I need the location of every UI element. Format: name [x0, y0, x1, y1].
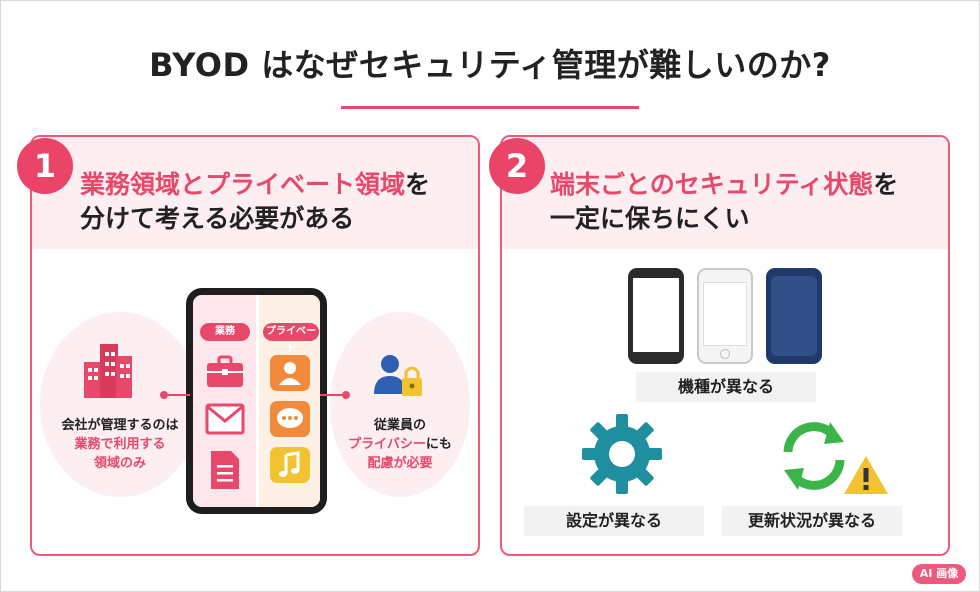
- company-managed-blob: [40, 312, 200, 497]
- panel2-heading-highlight: 端末ごとのセキュリティ状態: [550, 170, 874, 199]
- step-number-badge: 2: [489, 138, 545, 194]
- panel1-heading-particle: を: [405, 170, 431, 199]
- right-connector-line: [320, 394, 346, 396]
- right-blob-line2-highlight: プライバシー: [348, 437, 426, 452]
- panel2-heading-line2: 一定に保ちにくい: [550, 204, 750, 233]
- android-phone-icon: [628, 268, 684, 364]
- work-tag: 業務: [200, 323, 250, 341]
- employee-privacy-blob: [330, 312, 470, 497]
- refresh-icon: [783, 422, 845, 490]
- right-connector-dot: [342, 391, 350, 399]
- iphone-white-icon: [697, 268, 753, 364]
- different-settings-label: 設定が異なる: [524, 506, 704, 536]
- panel-header-bg: [502, 137, 948, 249]
- panel-header-bg: [32, 137, 478, 249]
- title-underline: [341, 106, 639, 109]
- mail-icon: [205, 403, 245, 435]
- building-icon: [84, 344, 132, 398]
- different-update-status-label: 更新状況が異なる: [722, 506, 902, 536]
- company-managed-text: 会社が管理するのは 業務で利用する 領域のみ: [44, 416, 196, 473]
- right-blob-line3: 配慮が必要: [367, 456, 433, 471]
- private-tag: プライベート: [263, 323, 319, 355]
- smartphone-illustration: 業務 プライベート: [186, 288, 327, 514]
- panel2-heading-particle: を: [873, 170, 899, 199]
- briefcase-icon: [207, 355, 243, 387]
- right-blob-line2-particle: にも: [425, 437, 452, 452]
- panel2-heading: 端末ごとのセキュリティ状態を 一定に保ちにくい: [550, 168, 898, 236]
- right-blob-line1: 従業員の: [373, 418, 426, 433]
- gear-icon: [582, 414, 662, 494]
- user-lock-icon: [374, 355, 422, 396]
- left-blob-line3: 領域のみ: [93, 456, 146, 471]
- panel1-heading-line2: 分けて考える必要がある: [80, 204, 355, 233]
- document-icon: [211, 451, 239, 489]
- music-app-icon: [270, 447, 310, 483]
- warning-icon: [844, 456, 888, 494]
- different-models-label: 機種が異なる: [636, 372, 816, 402]
- navy-phone-icon: [766, 268, 822, 364]
- left-blob-line1: 会社が管理するのは: [61, 418, 179, 433]
- step-number-badge: 1: [17, 138, 73, 194]
- panel1-heading-highlight: 業務領域とプライベート領域: [80, 170, 406, 199]
- panel1-heading: 業務領域とプライベート領域を 分けて考える必要がある: [80, 168, 430, 236]
- employee-privacy-text: 従業員の プライバシーにも 配慮が必要: [334, 416, 466, 473]
- chat-app-icon: [270, 401, 310, 437]
- left-blob-line2: 業務で利用する: [74, 437, 166, 452]
- contact-app-icon: [270, 355, 310, 391]
- page-title: BYOD はなぜセキュリティ管理が難しいのか?: [149, 46, 831, 84]
- left-connector-line: [164, 394, 190, 396]
- ai-image-badge: AI 画像: [912, 564, 966, 584]
